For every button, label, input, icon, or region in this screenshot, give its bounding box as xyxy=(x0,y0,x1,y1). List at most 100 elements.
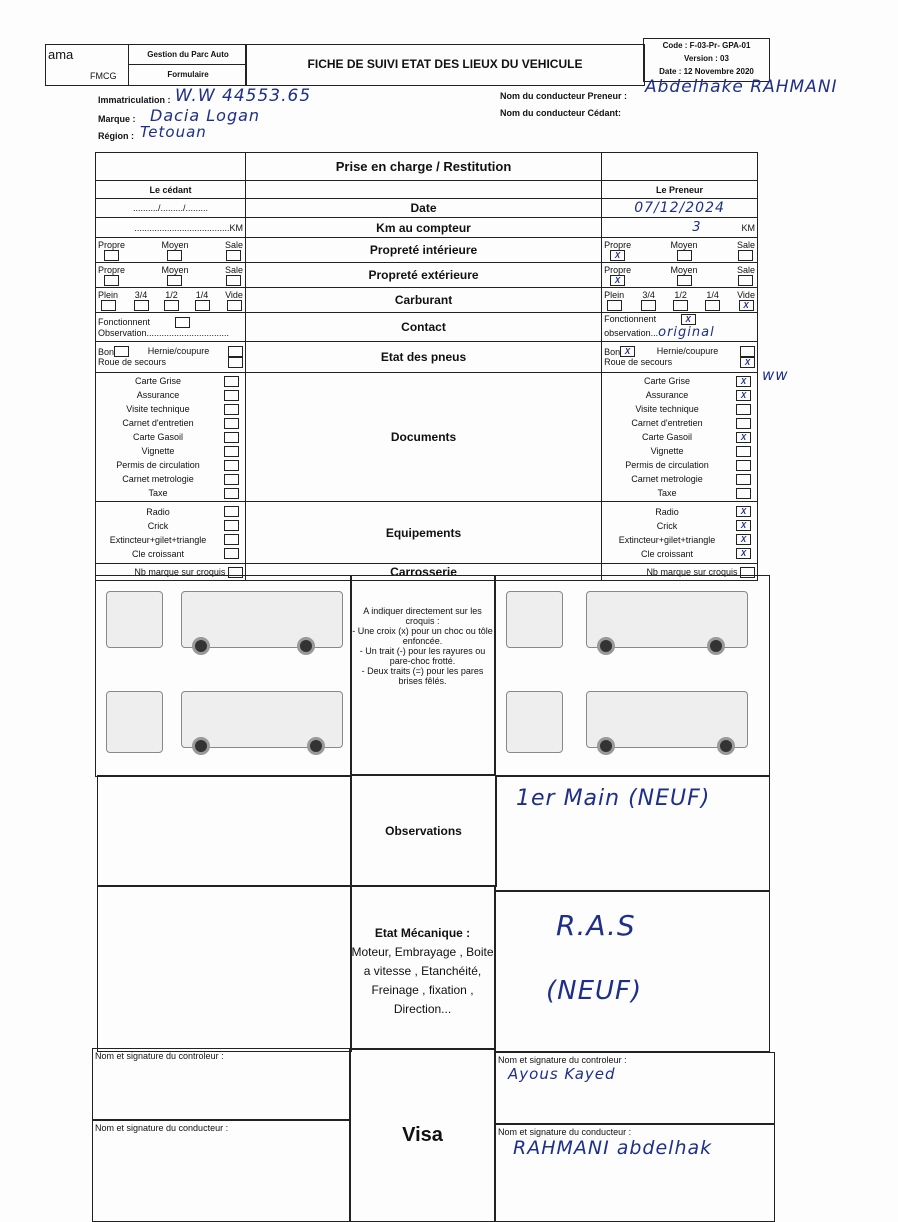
checkbox[interactable] xyxy=(226,274,242,286)
checkbox[interactable] xyxy=(174,316,190,328)
doc-meta: Code : F-03-Pr- GPA-01 Version : 03 Date… xyxy=(643,38,770,82)
date-right[interactable]: 07/12/2024 xyxy=(601,198,758,218)
tires-label: Etat des pneus xyxy=(244,341,603,374)
checkbox[interactable] xyxy=(606,299,622,311)
checkbox[interactable] xyxy=(104,249,119,261)
checkbox[interactable] xyxy=(738,274,754,286)
item-label: Crick xyxy=(147,520,169,531)
cond-label: Nom et signature du conducteur : xyxy=(498,1127,632,1137)
checkbox[interactable] xyxy=(676,274,692,286)
checkbox[interactable] xyxy=(736,487,751,499)
checkbox[interactable] xyxy=(223,487,239,499)
checkbox[interactable] xyxy=(164,299,180,311)
checkbox[interactable] xyxy=(740,566,755,578)
checkbox[interactable] xyxy=(739,346,755,358)
meca-left[interactable] xyxy=(97,885,352,1052)
checkbox[interactable] xyxy=(104,274,119,286)
checkbox-checked[interactable]: X xyxy=(736,548,751,560)
checkbox[interactable] xyxy=(673,299,689,311)
observation-left[interactable]: Observation.............................… xyxy=(98,327,230,338)
item-label: Carte Grise xyxy=(134,376,181,387)
item-label: Carnet d'entretien xyxy=(122,418,194,429)
opt-label: Plein xyxy=(98,289,119,300)
cond-right[interactable]: Nom et signature du conducteur :RAHMANI … xyxy=(495,1124,775,1222)
checkbox-checked[interactable]: X xyxy=(610,274,626,286)
sketch-left[interactable] xyxy=(95,575,352,777)
checkbox-checked[interactable]: X xyxy=(736,534,751,546)
checkbox-checked[interactable]: X xyxy=(736,389,751,401)
checkbox[interactable] xyxy=(676,249,692,261)
checkbox[interactable] xyxy=(736,417,751,429)
checklist-item: Carnet metrologie xyxy=(604,472,755,486)
checkbox[interactable] xyxy=(736,459,751,471)
checklist-item: Taxe xyxy=(98,486,243,500)
checkbox[interactable] xyxy=(641,299,657,311)
opt-label: 1/4 xyxy=(195,289,209,300)
checklist-item: Visite technique xyxy=(604,402,755,416)
immat-value[interactable]: W.W 44553.65 xyxy=(175,86,312,106)
checkbox-checked[interactable]: X xyxy=(610,249,626,261)
meca-right[interactable]: R.A.S (NEUF) xyxy=(495,890,770,1052)
checkbox-checked[interactable]: X xyxy=(620,346,636,358)
checkbox[interactable] xyxy=(223,403,239,415)
marque-value[interactable]: Dacia Logan xyxy=(150,106,261,125)
checkbox[interactable] xyxy=(167,249,183,261)
doc-version: Version : 03 xyxy=(684,54,729,63)
checkbox[interactable] xyxy=(226,249,242,261)
department: Gestion du Parc Auto xyxy=(128,45,247,65)
checkbox-checked[interactable]: X xyxy=(736,520,751,532)
checkbox-checked[interactable]: X xyxy=(680,314,696,326)
checkbox[interactable] xyxy=(167,274,183,286)
opt-label: Sale xyxy=(224,239,243,250)
preneur-value[interactable]: Abdelhake RAHMANI xyxy=(645,77,838,97)
checkbox[interactable] xyxy=(227,357,243,369)
item-label: Permis de circulation xyxy=(625,460,709,471)
sketch-right[interactable] xyxy=(495,575,770,777)
checkbox[interactable] xyxy=(223,389,239,401)
checkbox[interactable] xyxy=(223,506,239,518)
checkbox[interactable] xyxy=(223,520,239,532)
checkbox[interactable] xyxy=(223,548,239,560)
observations-left[interactable] xyxy=(97,775,352,887)
checkbox[interactable] xyxy=(223,417,239,429)
checkbox[interactable] xyxy=(194,299,210,311)
checkbox[interactable] xyxy=(223,534,239,546)
checkbox-checked[interactable]: X xyxy=(740,357,755,369)
cond-left[interactable]: Nom et signature du conducteur : xyxy=(92,1120,350,1222)
checkbox-checked[interactable]: X xyxy=(736,506,751,518)
checkbox[interactable] xyxy=(223,445,239,457)
checkbox[interactable] xyxy=(736,473,751,485)
checkbox[interactable] xyxy=(705,299,721,311)
checkbox[interactable] xyxy=(227,346,243,358)
checkbox-checked[interactable]: X xyxy=(738,299,754,311)
checkbox-checked[interactable]: X xyxy=(736,431,751,443)
checkbox[interactable] xyxy=(226,299,242,311)
ctrl-left[interactable]: Nom et signature du controleur : xyxy=(92,1048,350,1120)
checkbox[interactable] xyxy=(223,375,239,387)
observation-right-value[interactable]: original xyxy=(658,325,715,341)
checkbox[interactable] xyxy=(736,445,751,457)
checkbox[interactable] xyxy=(738,249,754,261)
checkbox[interactable] xyxy=(227,566,243,578)
checkbox[interactable] xyxy=(100,299,116,311)
checklist-item: Visite technique xyxy=(98,402,243,416)
checkbox[interactable] xyxy=(736,403,751,415)
cedant-head: Le cédant xyxy=(95,180,246,199)
checkbox[interactable] xyxy=(223,431,239,443)
region-value[interactable]: Tetouan xyxy=(140,123,207,141)
date-left[interactable]: ........../........./......... xyxy=(95,198,246,218)
checkbox[interactable] xyxy=(114,346,130,358)
checkbox-checked[interactable]: X xyxy=(736,375,751,387)
van-rear-sketch xyxy=(506,691,563,753)
checkbox[interactable] xyxy=(223,473,239,485)
checkbox[interactable] xyxy=(133,299,149,311)
opt-label: Sale xyxy=(224,264,243,275)
checkbox[interactable] xyxy=(223,459,239,471)
km-left[interactable]: ......................................KM xyxy=(95,217,246,238)
ctrl-right[interactable]: Nom et signature du controleur :Ayous Ka… xyxy=(495,1052,775,1124)
observations-right[interactable]: 1er Main (NEUF) xyxy=(495,775,770,892)
